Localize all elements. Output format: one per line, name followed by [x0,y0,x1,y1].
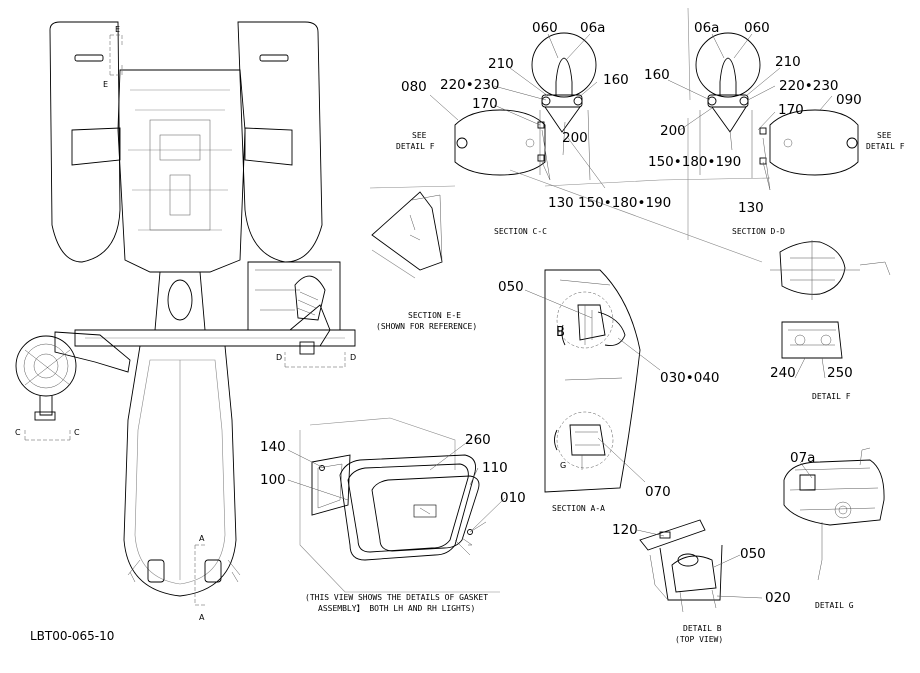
cut-mark-e-bottom: E [103,80,108,89]
cut-mark-d-right: D [350,353,356,362]
cut-mark-d-left: D [276,353,282,362]
detail-f-label: DETAIL F [812,392,851,401]
cut-mark-c-right: C [74,428,80,437]
part-210-c: 210 [488,56,514,72]
part-170-c: 170 [472,96,498,112]
part-140: 140 [260,439,286,455]
section-aa-label: SECTION A-A [552,504,605,513]
part-010: 010 [500,490,526,506]
part-110: 110 [482,460,508,476]
gasket-note-line-1: (THIS VIEW SHOWS THE DETAILS OF GASKET [305,593,488,602]
part-220-230-c: 220•230 [440,77,500,93]
detail-g-leader [799,461,813,479]
section-dd-label: SECTION D-D [732,227,785,236]
section-ee-note: (SHOWN FOR REFERENCE) [376,322,477,331]
part-080: 080 [401,79,427,95]
cut-lines-overview: E E C C D D A A [15,25,356,622]
part-07a: 07a [790,450,815,466]
detail-b-leaders [636,529,763,599]
part-130-d: 130 [738,200,764,216]
detail-b-sublabel: (TOP VIEW) [675,635,723,644]
part-200-c: 200 [562,130,588,146]
section-aa-leaders [524,289,661,483]
section-cc-label: SECTION C-C [494,227,547,236]
part-060-c: 060 [532,20,558,36]
section-dd-view: SEE DETAIL F SECTION D-D [659,7,905,240]
part-240: 240 [770,365,796,381]
part-020: 020 [765,590,791,606]
detail-g-view: DETAIL G [783,447,885,610]
part-050-a: 050 [498,279,524,295]
see-detail-f-left-1: SEE [412,131,427,140]
part-130-c: 130 [548,195,574,211]
gasket-leaders [287,439,506,531]
detail-f-connector [509,169,763,263]
gasket-assembly-view [299,417,500,593]
part-06a-c: 06a [580,20,605,36]
part-100: 100 [260,472,286,488]
section-ee-view: SECTION E-E (SHOWN FOR REFERENCE) [371,191,477,331]
part-150-180-190-d: 150•180•190 [648,154,741,170]
part-030-040: 030•040 [660,370,720,386]
part-260: 260 [465,432,491,448]
detail-b-view: DETAIL B (TOP VIEW) [639,519,723,644]
cut-mark-a-bottom: A [199,613,205,622]
drawing-code: LBT00-065-10 [30,629,114,643]
gasket-note-line-2: ASSEMBLY】 BOTH LH AND RH LIGHTS) [318,604,475,613]
part-06a-d: 06a [694,20,719,36]
part-170-d: 170 [778,102,804,118]
detail-f-view: DETAIL F [770,240,891,401]
part-200-d: 200 [660,123,686,139]
part-210-d: 210 [775,54,801,70]
cut-mark-c-left: C [15,428,21,437]
cut-mark-e-top: E [115,25,120,34]
part-090: 090 [836,92,862,108]
cut-mark-a-top: A [199,534,205,543]
see-detail-f-right-2: DETAIL F [866,142,905,151]
section-aa-view: B G SECTION A-A [544,269,641,513]
part-220-230-d: 220•230 [779,78,839,94]
part-250: 250 [827,365,853,381]
see-detail-f-right-1: SEE [877,131,892,140]
tractor-top-view [15,21,356,597]
part-number-callouts: 060 06a 210 220•230 160 080 170 200 130 … [260,20,862,606]
part-050-b: 050 [740,546,766,562]
part-150-180-190-c: 150•180•190 [578,195,671,211]
cut-mark-g: G [560,461,566,470]
section-ee-label: SECTION E-E [408,311,461,320]
section-dd-leaders [667,33,833,191]
part-060-d: 060 [744,20,770,36]
cut-mark-b: B [556,325,565,340]
see-detail-f-left-2: DETAIL F [396,142,435,151]
section-cc-view: SEE DETAIL F SECTION C-C [369,32,661,236]
part-070: 070 [645,484,671,500]
section-cc-leaders [429,33,606,189]
part-120: 120 [612,522,638,538]
part-160-c: 160 [603,72,629,88]
detail-g-label: DETAIL G [815,601,854,610]
part-160-d: 160 [644,67,670,83]
detail-b-label: DETAIL B [683,624,722,633]
